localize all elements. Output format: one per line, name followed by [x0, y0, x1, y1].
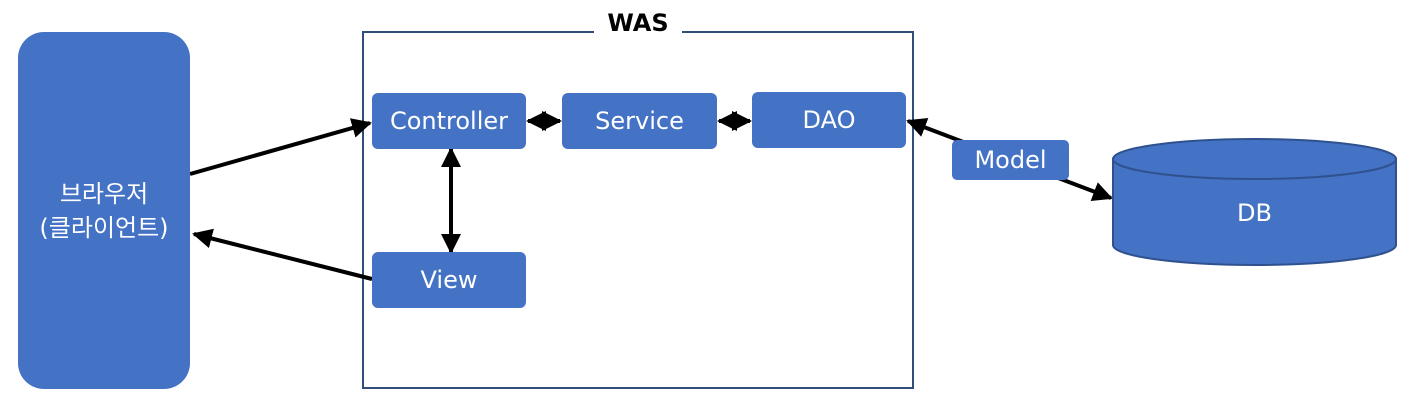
dao-box: DAO — [752, 92, 906, 148]
browser-client-box: 브라우저 (클라이언트) — [18, 32, 190, 389]
arrow-browser-to-controller — [189, 118, 372, 176]
view-box: View — [372, 252, 526, 308]
db-label: DB — [1237, 199, 1272, 227]
controller-box: Controller — [372, 93, 526, 149]
service-box: Service — [562, 93, 717, 149]
db-cylinder — [1112, 138, 1397, 266]
model-box: Model — [952, 140, 1069, 180]
arrow-view-to-browser — [192, 228, 373, 281]
client-label-line2: (클라이언트) — [39, 213, 169, 242]
client-label-line1: 브라우저 — [59, 179, 149, 208]
was-title: WAS — [594, 6, 682, 40]
